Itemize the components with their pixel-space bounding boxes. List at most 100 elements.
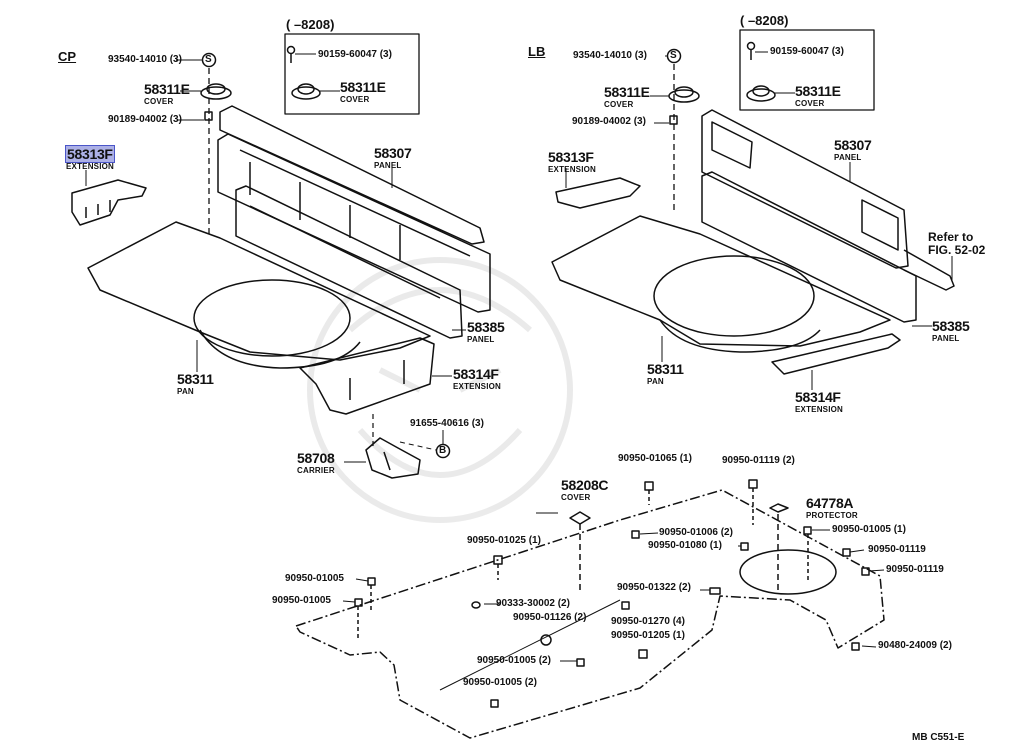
part-label[interactable]: 90950-01205 (1) <box>611 630 685 641</box>
part-label[interactable]: 90189-04002 (3) <box>108 114 182 125</box>
refer-bracket-part <box>903 249 955 291</box>
bolt-b-marker-icon <box>435 443 451 459</box>
part-description: EXTENSION <box>795 405 844 414</box>
reference-line: FIG. 52-02 <box>928 243 986 258</box>
clip-icons <box>354 479 870 708</box>
part-label[interactable]: 90950-01119 (2) <box>722 455 795 466</box>
part-number: 58311E <box>604 84 650 100</box>
part-number: 58311E <box>340 79 386 95</box>
part-label[interactable]: 90159-60047 (3) <box>318 49 392 60</box>
samurai-mask-watermark <box>307 257 573 523</box>
left-inset-box <box>284 33 420 115</box>
right-inset-box <box>739 29 875 111</box>
part-label[interactable]: 90159-60047 (3) <box>770 46 844 57</box>
part-label[interactable]: 91655-40616 (3) <box>410 418 484 429</box>
part-number: 58385 <box>467 319 505 335</box>
part-label[interactable]: 90950-01119 <box>886 564 944 575</box>
extension-58313f-part <box>555 177 641 209</box>
panel-58385-part <box>235 185 463 339</box>
extension-58314f-part <box>771 333 901 375</box>
leader-lines <box>342 512 885 662</box>
part-label[interactable]: 90189-04002 (3) <box>572 116 646 127</box>
part-label[interactable]: 90950-01322 (2) <box>617 582 691 593</box>
part-number: 58307 <box>834 137 872 153</box>
cover-icon <box>291 83 321 100</box>
extension-58314f-part <box>299 337 435 415</box>
part-description: PAN <box>177 387 194 396</box>
screw-s-marker-icon <box>666 48 682 64</box>
part-label[interactable]: 90950-01005 <box>285 573 344 584</box>
right-assembly <box>551 29 955 390</box>
inset-serial-range: ( –8208) <box>286 17 335 32</box>
part-label[interactable]: 90950-01005 (1) <box>832 524 906 535</box>
part-description: EXTENSION <box>548 165 597 174</box>
inset-serial-range: ( –8208) <box>740 13 789 28</box>
part-label[interactable]: 90333-30002 (2) <box>496 598 570 609</box>
part-description: COVER <box>795 99 825 108</box>
part-label[interactable]: 90950-01065 (1) <box>618 453 692 464</box>
drawing-code: MB C551-E <box>912 732 965 743</box>
reference-line: Refer to <box>928 230 974 244</box>
part-label[interactable]: 90480-24009 (2) <box>878 640 952 651</box>
cover-icon <box>746 85 776 102</box>
part-label[interactable]: 90950-01005 (2) <box>477 655 551 666</box>
carrier-58708-part <box>365 437 421 479</box>
part-description: PAN <box>647 377 664 386</box>
part-label[interactable]: 90950-01119 <box>868 544 926 555</box>
screw-marker-s-text: S <box>670 50 677 61</box>
part-label[interactable]: 90950-01005 <box>272 595 331 606</box>
panel-58307-part <box>701 109 909 269</box>
part-label[interactable]: 90950-01025 (1) <box>467 535 541 546</box>
part-number: 58708 <box>297 450 335 466</box>
cover-icon <box>200 83 232 100</box>
part-label[interactable]: 90950-01006 (2) <box>659 527 733 538</box>
part-number: 58311 <box>647 361 684 377</box>
part-label[interactable]: 90950-01270 (4) <box>611 616 685 627</box>
bolt-marker-b-text: B <box>439 445 447 456</box>
part-label[interactable]: 90950-01005 (2) <box>463 677 537 688</box>
floor-cover-assembly <box>295 479 885 739</box>
part-number: 58314F <box>453 366 499 382</box>
part-description: COVER <box>604 100 634 109</box>
part-description: PANEL <box>467 335 495 344</box>
nut-icon <box>204 111 213 121</box>
screw-s-marker-icon <box>201 52 217 68</box>
part-number: 58311 <box>177 371 214 387</box>
floor-cover-part <box>295 489 885 739</box>
part-description: PANEL <box>834 153 862 162</box>
panel-58385-part <box>701 171 917 323</box>
part-label[interactable]: 90950-01080 (1) <box>648 540 722 551</box>
part-label[interactable]: 93540-14010 (3) <box>573 50 647 61</box>
part-description: COVER <box>561 493 591 502</box>
part-description: CARRIER <box>297 466 335 475</box>
part-description: COVER <box>340 95 370 104</box>
part-number: 64778A <box>806 495 854 511</box>
part-label[interactable]: 90950-01126 (2) <box>513 612 587 623</box>
part-description: PROTECTOR <box>806 511 858 520</box>
part-number: 58313F <box>65 145 115 163</box>
panel-58307-part <box>217 105 491 313</box>
part-description: COVER <box>144 97 174 106</box>
part-label[interactable]: 93540-14010 (3) <box>108 54 182 65</box>
bolt-icon <box>286 45 296 63</box>
screw-marker-s-text: S <box>205 54 212 65</box>
pan-58311-part <box>551 215 891 347</box>
